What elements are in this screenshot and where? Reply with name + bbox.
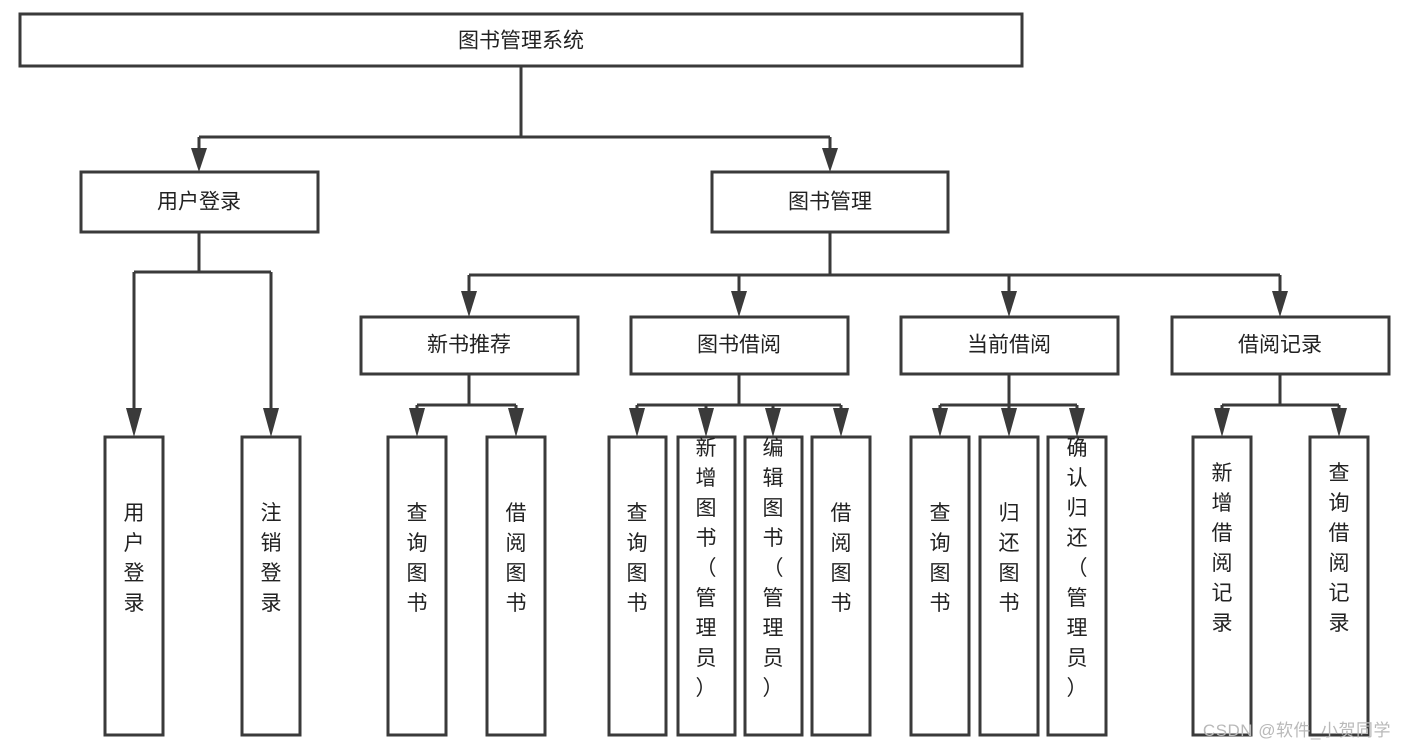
node-leaf-edit-book-label: 编辑图书（管理员）	[763, 437, 784, 700]
node-borrow-record-label: 借阅记录	[1238, 334, 1322, 357]
node-leaf-add-record[interactable]: 新增借阅记录	[1191, 435, 1253, 737]
node-current-borrow-label: 当前借阅	[967, 334, 1051, 357]
node-leaf-query-record-label: 查询借阅记录	[1329, 462, 1350, 635]
node-book-borrow[interactable]: 图书借阅	[629, 315, 850, 376]
arrowhead-leaf-borrow-book-1	[508, 408, 524, 437]
csdn-watermark: CSDN @软件_小贺同学	[1202, 721, 1391, 740]
node-new-book-recommend-label: 新书推荐	[427, 334, 511, 357]
node-user-login[interactable]: 用户登录	[79, 170, 320, 234]
node-leaf-user-login-label: 用户登录	[124, 502, 145, 615]
arrowhead-leaf-confirm-return	[1069, 408, 1085, 437]
node-leaf-user-logout-label: 注销登录	[261, 502, 282, 615]
arrowhead-leaf-query-book-1	[409, 408, 425, 437]
node-leaf-edit-book[interactable]: 编辑图书（管理员）	[743, 435, 804, 737]
arrowhead-book-manage	[822, 148, 838, 172]
arrowhead-leaf-return-book	[1001, 408, 1017, 437]
node-leaf-query-book-1-label: 查询图书	[407, 502, 428, 615]
arrowhead-leaf-query-book-2	[629, 408, 645, 437]
arrowhead-current-borrow	[1001, 291, 1017, 317]
node-leaf-query-book-1[interactable]: 查询图书	[386, 435, 448, 737]
node-leaf-borrow-book-1-box[interactable]	[485, 435, 547, 737]
node-leaf-query-book-2[interactable]: 查询图书	[607, 435, 668, 737]
node-leaf-edit-book-box[interactable]	[743, 435, 804, 737]
node-leaf-confirm-return-box[interactable]	[1046, 435, 1108, 737]
node-leaf-user-login-box[interactable]	[103, 435, 165, 737]
node-book-manage[interactable]: 图书管理	[710, 170, 950, 234]
connector-group	[126, 66, 1347, 437]
arrowhead-leaf-edit-book	[765, 408, 781, 437]
node-new-book-recommend-box[interactable]	[359, 315, 580, 376]
node-leaf-return-book-box[interactable]	[978, 435, 1040, 737]
node-leaf-query-book-3-label: 查询图书	[930, 502, 951, 615]
node-user-login-label: 用户登录	[157, 191, 241, 214]
node-root-label: 图书管理系统	[458, 30, 584, 53]
arrowhead-leaf-query-book-3	[932, 408, 948, 437]
arrowhead-leaf-user-logout	[263, 408, 279, 437]
node-book-manage-label: 图书管理	[788, 191, 872, 214]
node-leaf-add-book-box[interactable]	[676, 435, 737, 737]
node-leaf-borrow-book-1[interactable]: 借阅图书	[485, 435, 547, 737]
node-root[interactable]: 图书管理系统	[18, 12, 1024, 68]
node-leaf-borrow-book-1-label: 借阅图书	[506, 502, 527, 615]
arrowhead-leaf-add-record	[1214, 408, 1230, 437]
node-leaf-confirm-return-label: 确认归还（管理员）	[1067, 437, 1088, 700]
node-current-borrow-box[interactable]	[899, 315, 1120, 376]
node-leaf-query-book-2-label: 查询图书	[627, 502, 648, 615]
node-user-login-box[interactable]	[79, 170, 320, 234]
node-borrow-record[interactable]: 借阅记录	[1170, 315, 1391, 376]
node-leaf-query-record[interactable]: 查询借阅记录	[1308, 435, 1370, 737]
node-leaf-return-book-label: 归还图书	[999, 502, 1020, 615]
node-leaf-borrow-book-2[interactable]: 借阅图书	[810, 435, 872, 737]
node-root-box[interactable]	[18, 12, 1024, 68]
node-book-borrow-box[interactable]	[629, 315, 850, 376]
node-leaf-confirm-return[interactable]: 确认归还（管理员）	[1046, 435, 1108, 737]
node-borrow-record-box[interactable]	[1170, 315, 1391, 376]
node-leaf-query-book-3-box[interactable]	[909, 435, 971, 737]
node-book-manage-box[interactable]	[710, 170, 950, 234]
node-leaf-add-record-box[interactable]	[1191, 435, 1253, 737]
arrowhead-book-borrow	[731, 291, 747, 317]
node-leaf-borrow-book-2-box[interactable]	[810, 435, 872, 737]
node-leaf-user-logout[interactable]: 注销登录	[240, 435, 302, 737]
arrowhead-leaf-borrow-book-2	[833, 408, 849, 437]
arrowhead-leaf-add-book	[698, 408, 714, 437]
node-leaf-add-book[interactable]: 新增图书（管理员）	[676, 435, 737, 737]
node-leaf-query-book-3[interactable]: 查询图书	[909, 435, 971, 737]
node-leaf-user-login[interactable]: 用户登录	[103, 435, 165, 737]
node-leaf-borrow-book-2-label: 借阅图书	[831, 502, 852, 615]
arrowhead-leaf-user-login	[126, 408, 142, 437]
node-current-borrow[interactable]: 当前借阅	[899, 315, 1120, 376]
node-leaf-query-book-1-box[interactable]	[386, 435, 448, 737]
node-leaf-add-book-label: 新增图书（管理员）	[696, 437, 717, 700]
node-leaf-return-book[interactable]: 归还图书	[978, 435, 1040, 737]
arrowhead-new-book-recommend	[461, 291, 477, 317]
node-leaf-user-logout-box[interactable]	[240, 435, 302, 737]
node-leaf-add-record-label: 新增借阅记录	[1212, 462, 1233, 635]
arrowhead-leaf-query-record	[1331, 408, 1347, 437]
arrowhead-borrow-record	[1272, 291, 1288, 317]
node-leaf-query-record-box[interactable]	[1308, 435, 1370, 737]
arrowhead-user-login	[191, 148, 207, 172]
node-leaf-query-book-2-box[interactable]	[607, 435, 668, 737]
node-new-book-recommend[interactable]: 新书推荐	[359, 315, 580, 376]
node-book-borrow-label: 图书借阅	[697, 334, 781, 357]
